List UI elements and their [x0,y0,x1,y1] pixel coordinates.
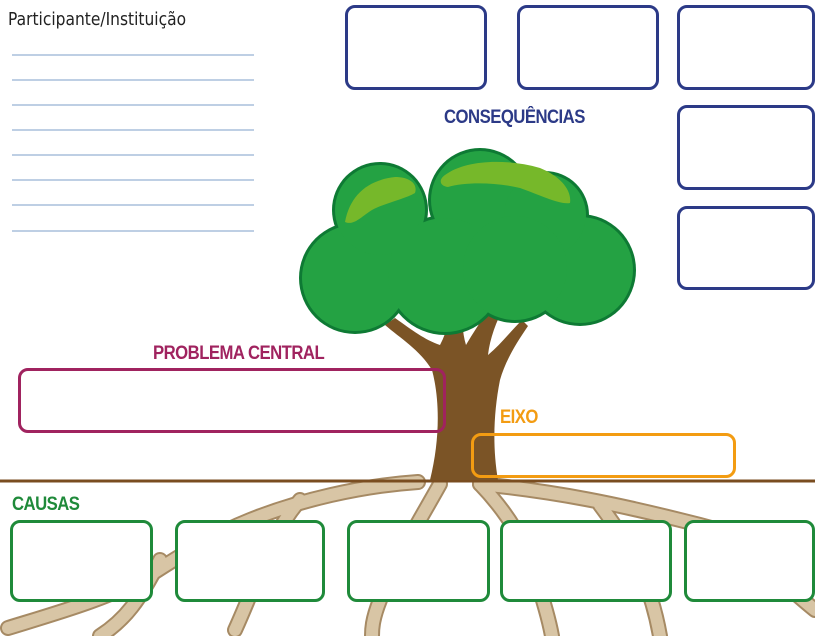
cause-box-5[interactable] [684,520,815,602]
central-problem-heading: PROBLEMA CENTRAL [153,343,325,364]
tree-canopy [299,148,636,335]
cause-box-4[interactable] [500,520,672,602]
consequences-heading: CONSEQUÊNCIAS [444,107,585,128]
consequence-box-4[interactable] [677,105,815,190]
consequence-box-3[interactable] [677,5,815,90]
cause-box-3[interactable] [347,520,490,602]
participant-lines [12,54,254,232]
central-problem-box[interactable] [18,368,446,433]
consequence-box-2[interactable] [517,5,659,90]
consequence-box-1[interactable] [345,5,487,90]
cause-box-1[interactable] [10,520,153,602]
participant-label: Participante/Instituição [8,9,187,30]
causes-heading: CAUSAS [12,494,80,515]
consequence-box-5[interactable] [677,206,815,290]
cause-box-2[interactable] [175,520,325,602]
axis-box[interactable] [471,433,736,478]
axis-heading: EIXO [500,407,538,428]
